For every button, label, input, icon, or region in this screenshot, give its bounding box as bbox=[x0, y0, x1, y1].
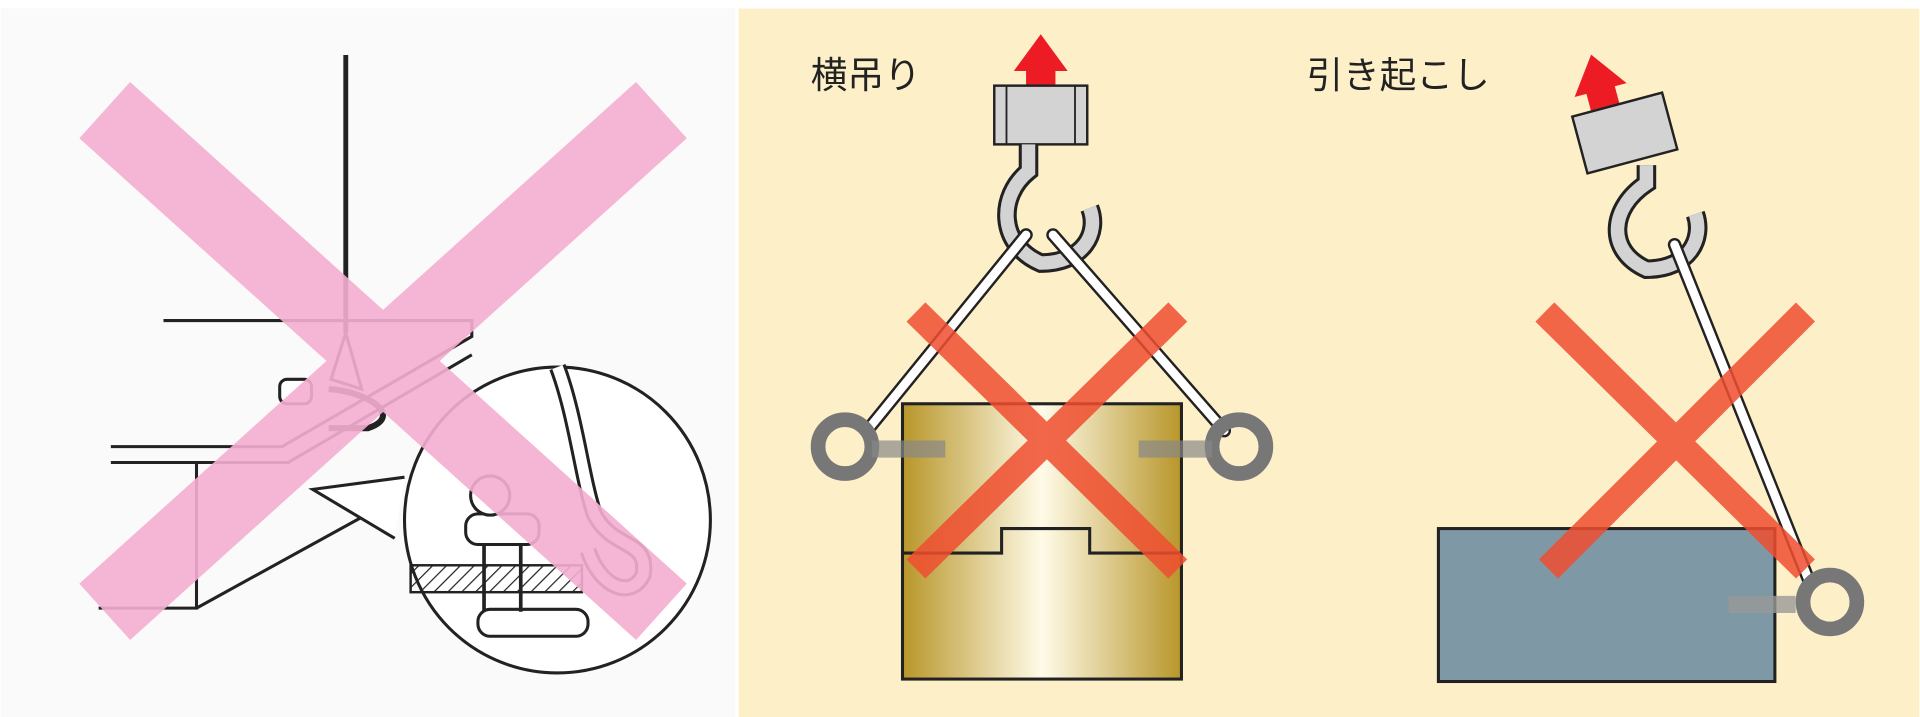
scene-label: 引き起こし bbox=[1306, 54, 1489, 97]
lift-arrow-icon bbox=[1013, 34, 1068, 101]
prohibited-x-icon bbox=[79, 81, 687, 640]
prohibited-x-icon bbox=[906, 302, 1188, 579]
left-panel bbox=[0, 8, 735, 717]
prohibited-x-icon bbox=[1535, 302, 1815, 579]
scene-tilting: 引き起こし bbox=[1306, 54, 1865, 684]
scene-label: 横吊り bbox=[811, 54, 921, 97]
steel-load-block bbox=[1436, 527, 1777, 684]
hook-block bbox=[1570, 91, 1679, 175]
scene-horizontal-lift: 横吊り bbox=[810, 34, 1274, 681]
eye-bolt bbox=[1795, 567, 1865, 637]
right-panel: 横吊り 引き起こし bbox=[738, 8, 1920, 717]
lift-arrow-icon bbox=[1574, 54, 1627, 120]
hook-block bbox=[993, 84, 1089, 146]
